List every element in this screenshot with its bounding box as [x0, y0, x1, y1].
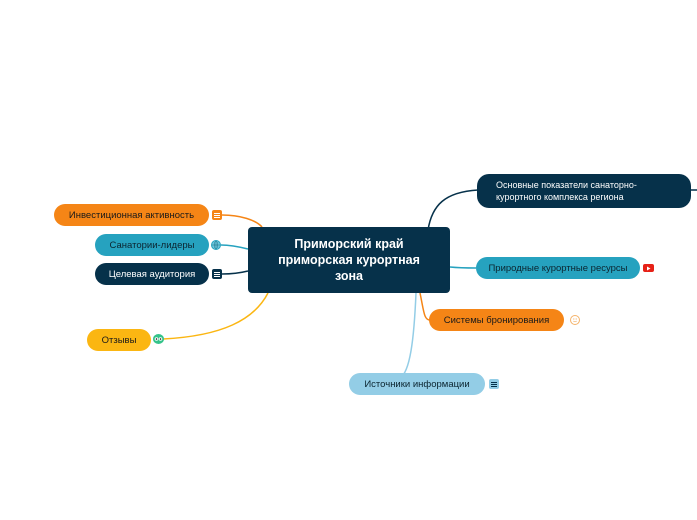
- topic-info-sources-label: Источники информации: [364, 378, 470, 390]
- topic-target-audience[interactable]: Целевая аудитория: [95, 263, 209, 285]
- topic-natural-resources[interactable]: Природные курортные ресурсы: [476, 257, 640, 279]
- smile-icon[interactable]: [570, 315, 580, 325]
- topic-investment-label: Инвестиционная активность: [68, 209, 195, 221]
- topic-investment[interactable]: Инвестиционная активность: [54, 204, 209, 226]
- topic-indicators[interactable]: Основные показатели санаторно- курортног…: [477, 174, 691, 208]
- central-topic-line3: зона: [334, 269, 364, 283]
- topic-reviews-label: Отзывы: [101, 334, 137, 346]
- topic-info-sources[interactable]: Источники информации: [349, 373, 485, 395]
- topic-booking-systems[interactable]: Системы бронирования: [429, 309, 564, 331]
- topic-booking-systems-label: Системы бронирования: [443, 314, 550, 326]
- central-topic-line2: приморская курортная: [278, 253, 420, 267]
- topic-indicators-line2: курортного комплекса региона: [496, 192, 624, 202]
- notes-icon[interactable]: [212, 210, 222, 220]
- topic-sanatorium-leaders[interactable]: Санатории-лидеры: [95, 234, 209, 256]
- tripadvisor-icon[interactable]: [153, 334, 164, 344]
- topic-indicators-line1: Основные показатели санаторно-: [496, 180, 637, 190]
- topic-reviews[interactable]: Отзывы: [87, 329, 151, 351]
- topic-natural-resources-label: Природные курортные ресурсы: [488, 262, 628, 274]
- central-topic[interactable]: Приморский край приморская курортная зон…: [248, 227, 450, 293]
- globe-icon[interactable]: [211, 240, 221, 250]
- topic-target-audience-label: Целевая аудитория: [108, 268, 196, 280]
- topic-sanatorium-leaders-label: Санатории-лидеры: [109, 239, 195, 251]
- central-topic-line1: Приморский край: [294, 237, 404, 251]
- notes-icon[interactable]: [489, 379, 499, 389]
- youtube-icon[interactable]: [643, 264, 654, 272]
- notes-icon[interactable]: [212, 269, 222, 279]
